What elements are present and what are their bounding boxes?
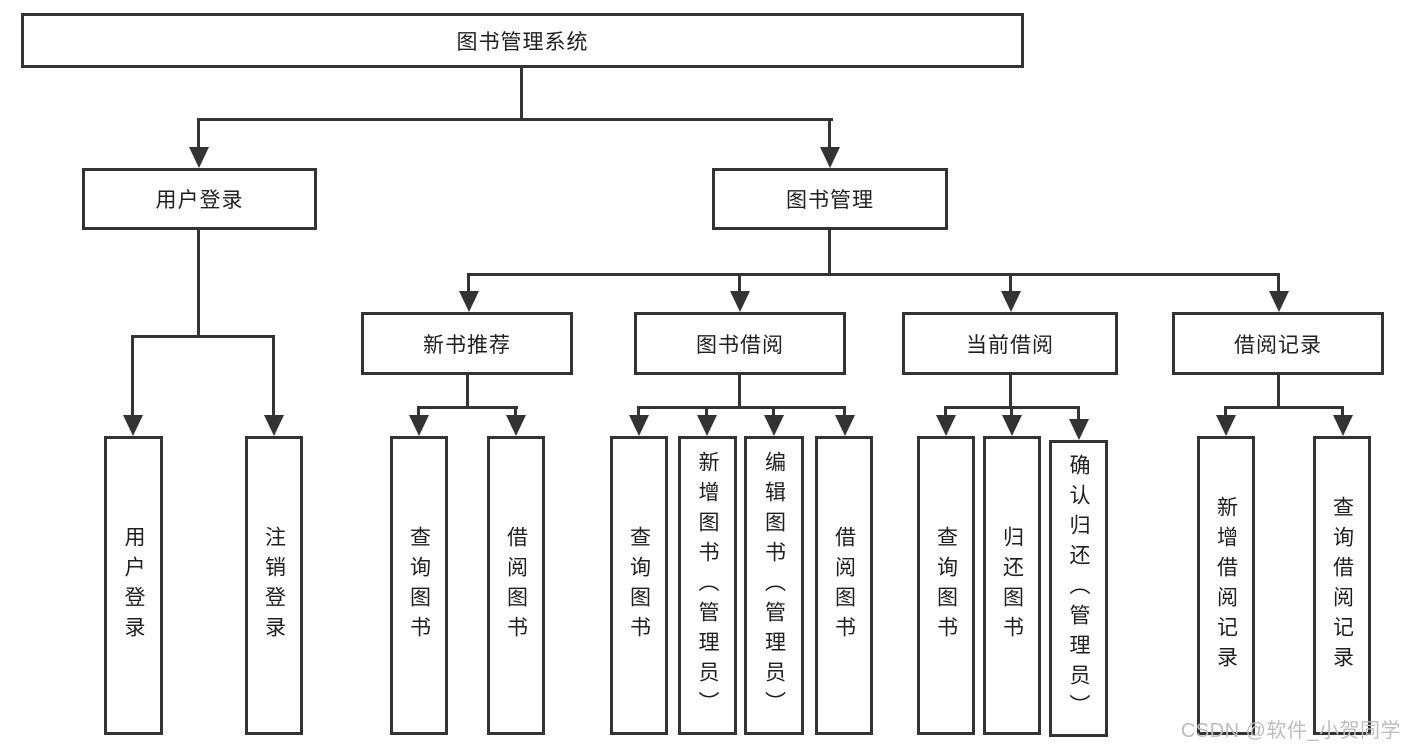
arrow-down-icon xyxy=(697,415,717,436)
node-new-book-recommend-label: 新书推荐 xyxy=(423,333,511,357)
arrow-down-icon xyxy=(1001,291,1021,312)
connector-line xyxy=(467,273,1280,276)
arrow-down-icon xyxy=(820,147,840,168)
leaf-logout-login: 注销登录 xyxy=(245,436,303,735)
connector-line xyxy=(1224,406,1344,409)
arrow-down-icon xyxy=(1002,415,1022,436)
leaf-bb-borrow-book: 借阅图书 xyxy=(815,436,873,735)
arrow-down-icon xyxy=(1069,419,1089,440)
node-root-label: 图书管理系统 xyxy=(456,30,589,54)
leaf-br-query-record-label: 查询借阅记录 xyxy=(1330,495,1354,676)
node-book-management-label: 图书管理 xyxy=(786,189,874,212)
connector-line xyxy=(637,406,640,418)
leaf-logout-login-label: 注销登录 xyxy=(262,525,286,646)
leaf-user-login-label: 用户登录 xyxy=(122,525,145,646)
connector-line xyxy=(1277,273,1280,293)
leaf-bb-edit-book-admin: 编辑图书（管理员） xyxy=(744,436,804,735)
leaf-cb-query-book: 查询图书 xyxy=(917,436,975,735)
node-borrow-record: 借阅记录 xyxy=(1172,312,1384,375)
leaf-br-query-record: 查询借阅记录 xyxy=(1313,436,1371,735)
arrow-down-icon xyxy=(189,147,209,168)
node-new-book-recommend: 新书推荐 xyxy=(361,312,573,375)
leaf-bb-borrow-book-label: 借阅图书 xyxy=(832,525,856,646)
leaf-nbr-query-book: 查询图书 xyxy=(390,436,448,735)
node-borrow-record-label: 借阅记录 xyxy=(1234,333,1322,357)
connector-line xyxy=(705,406,708,418)
connector-line xyxy=(1224,406,1227,418)
leaf-bb-edit-book-admin-label: 编辑图书（管理员） xyxy=(762,450,786,721)
arrow-down-icon xyxy=(409,415,429,436)
node-user-login: 用户登录 xyxy=(82,168,317,230)
leaf-user-login: 用户登录 xyxy=(104,436,163,735)
connector-line xyxy=(1341,406,1344,418)
leaf-cb-return-book: 归还图书 xyxy=(983,436,1041,735)
connector-line xyxy=(197,228,200,338)
connector-line xyxy=(131,335,275,338)
leaf-bb-query-book-label: 查询图书 xyxy=(627,525,651,646)
connector-line xyxy=(1009,373,1012,409)
connector-line xyxy=(417,406,518,409)
connector-line xyxy=(828,228,831,276)
connector-line xyxy=(197,118,200,150)
connector-line xyxy=(417,406,420,418)
connector-line xyxy=(514,406,517,418)
arrow-down-icon xyxy=(459,291,479,312)
connector-line xyxy=(828,118,831,150)
connector-line xyxy=(272,335,275,417)
node-book-management: 图书管理 xyxy=(712,168,948,230)
arrow-down-icon xyxy=(629,415,649,436)
leaf-bb-query-book: 查询图书 xyxy=(610,436,668,735)
leaf-cb-confirm-return-admin-label: 确认归还（管理员） xyxy=(1067,453,1090,724)
connector-line xyxy=(738,373,741,409)
connector-line xyxy=(944,406,947,418)
leaf-cb-query-book-label: 查询图书 xyxy=(934,525,958,646)
connector-line xyxy=(772,406,775,418)
leaf-bb-add-book-admin-label: 新增图书（管理员） xyxy=(696,450,719,721)
connector-line xyxy=(1010,406,1013,418)
connector-line xyxy=(466,373,469,409)
leaf-cb-confirm-return-admin: 确认归还（管理员） xyxy=(1049,440,1108,737)
arrow-down-icon xyxy=(1269,291,1289,312)
arrow-down-icon xyxy=(264,415,284,436)
node-root: 图书管理系统 xyxy=(21,13,1024,68)
arrow-down-icon xyxy=(123,415,143,436)
leaf-cb-return-book-label: 归还图书 xyxy=(1000,525,1024,646)
leaf-br-add-record-label: 新增借阅记录 xyxy=(1214,495,1238,676)
arrow-down-icon xyxy=(730,291,750,312)
connector-line xyxy=(1009,273,1012,293)
arrow-down-icon xyxy=(936,415,956,436)
node-current-borrow: 当前借阅 xyxy=(902,312,1118,375)
connector-line xyxy=(197,118,833,121)
arrow-down-icon xyxy=(835,415,855,436)
arrow-down-icon xyxy=(506,415,526,436)
leaf-nbr-borrow-book-label: 借阅图书 xyxy=(504,525,528,646)
leaf-nbr-query-book-label: 查询图书 xyxy=(407,525,431,646)
arrow-down-icon xyxy=(764,415,784,436)
arrow-down-icon xyxy=(1333,415,1353,436)
connector-line xyxy=(1077,406,1080,420)
leaf-bb-add-book-admin: 新增图书（管理员） xyxy=(678,436,737,735)
leaf-nbr-borrow-book: 借阅图书 xyxy=(487,436,545,735)
node-user-login-label: 用户登录 xyxy=(155,189,244,212)
connector-line xyxy=(1277,373,1280,409)
node-book-borrow-label: 图书借阅 xyxy=(696,333,784,357)
connector-line xyxy=(467,273,470,293)
node-book-borrow: 图书借阅 xyxy=(634,312,846,375)
connector-line xyxy=(738,273,741,293)
connector-line xyxy=(131,335,134,417)
watermark: CSDN @软件_小贺同学 xyxy=(1180,720,1401,742)
connector-line xyxy=(637,406,846,409)
arrow-down-icon xyxy=(1216,415,1236,436)
leaf-br-add-record: 新增借阅记录 xyxy=(1197,436,1255,735)
connector-line xyxy=(843,406,846,418)
connector-line xyxy=(520,66,523,120)
node-current-borrow-label: 当前借阅 xyxy=(966,333,1054,357)
